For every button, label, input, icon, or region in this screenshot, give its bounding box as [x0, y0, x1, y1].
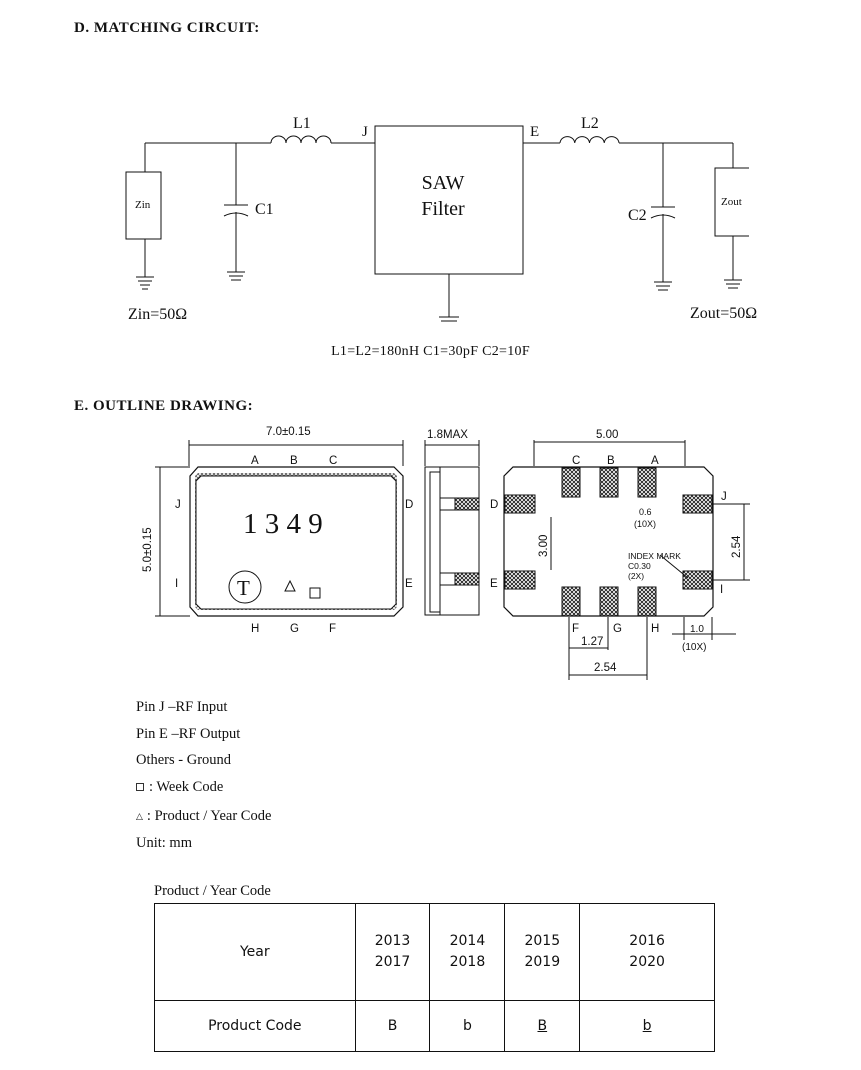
top-pin-b: B	[290, 455, 298, 467]
top-marking-number: 1 3 4 9	[243, 508, 323, 540]
index-mark-label-2: C0.30	[628, 561, 651, 571]
bottom-pin-g: G	[613, 623, 622, 635]
note-pin-j: Pin J –RF Input	[136, 699, 228, 715]
index-mark-label-3: (2X)	[628, 571, 644, 581]
note-others: Others - Ground	[136, 752, 232, 768]
product-code-cell: b	[429, 1000, 506, 1052]
section-d-heading: D. MATCHING CIRCUIT:	[74, 20, 260, 36]
triangle-icon: △	[136, 811, 143, 822]
j-label: J	[362, 124, 368, 140]
top-pin-f: F	[329, 623, 336, 635]
bottom-pin-b: B	[607, 455, 615, 467]
table-row: Product Code B b B b	[154, 1000, 715, 1052]
bottom-view-width-dim: 5.00	[596, 429, 618, 441]
zout-box-label: Zout	[721, 196, 742, 208]
note-unit: Unit: mm	[136, 834, 192, 851]
top-marking-t: T	[237, 576, 250, 600]
top-pin-j: J	[175, 499, 181, 511]
pad-dim-count: (10X)	[634, 519, 656, 529]
top-view-height-dim: 5.0±0.15	[142, 527, 154, 572]
top-pin-a: A	[251, 455, 259, 467]
top-pin-g: G	[290, 623, 299, 635]
pin-notes: Pin J –RF Input Pin E –RF Output Others …	[136, 694, 271, 856]
bottom-pin-d: D	[490, 499, 498, 511]
saw-label-line1: SAW	[422, 172, 465, 194]
note-pin-e: Pin E –RF Output	[136, 725, 241, 742]
bottom-pin-h: H	[651, 623, 659, 635]
table-caption: Product / Year Code	[154, 883, 271, 899]
pad-dim: 0.6	[639, 507, 652, 517]
pad-width-dim: 1.0	[690, 624, 704, 635]
bottom-pin-a: A	[651, 455, 659, 467]
saw-label-line2: Filter	[421, 198, 465, 220]
product-code-header: Product Code	[154, 1000, 356, 1052]
year-header: Year	[154, 903, 356, 1001]
zout-value: Zout=50Ω	[690, 305, 757, 322]
product-code-cell: B	[504, 1000, 581, 1052]
matching-circuit-diagram: L1 L2 J E C1 C2 Zin Zout SAW Filter Zin=…	[125, 115, 757, 323]
zin-value: Zin=50Ω	[128, 306, 187, 323]
l1-label: L1	[293, 115, 311, 132]
pad-width-count: (10X)	[682, 642, 706, 653]
top-pin-i: I	[175, 578, 178, 590]
pitch2-dim: 2.54	[594, 662, 617, 674]
square-icon	[136, 783, 144, 792]
side-view-dim: 1.8MAX	[427, 429, 468, 441]
pitch-dim: 1.27	[581, 636, 603, 648]
e-label: E	[530, 124, 539, 140]
note-product-year: △: Product / Year Code	[136, 803, 271, 830]
outline-drawing: 7.0±0.15 5.0±0.15 1 3 4 9 T A B C H G F …	[142, 426, 750, 680]
bottom-right-dim: 2.54	[731, 535, 743, 558]
note-product-year-text: : Product / Year Code	[146, 808, 272, 824]
top-view-width-dim: 7.0±0.15	[266, 426, 311, 438]
product-code-cell: b	[579, 1000, 715, 1052]
product-code-cell: B	[354, 1000, 431, 1052]
l2-label: L2	[581, 115, 599, 132]
c1-label: C1	[255, 201, 274, 218]
section-e-heading: E. OUTLINE DRAWING:	[74, 398, 254, 414]
component-values: L1=L2=180nH C1=30pF C2=10F	[331, 344, 530, 359]
zin-box-label: Zin	[135, 199, 151, 211]
top-pin-h: H	[251, 623, 259, 635]
bottom-pin-e: E	[490, 578, 498, 590]
bottom-pin-i: I	[720, 584, 723, 596]
note-week-code: : Week Code	[136, 774, 271, 801]
bottom-pin-f: F	[572, 623, 579, 635]
index-mark-label-1: INDEX MARK	[628, 551, 681, 561]
bottom-vert-dim: 3.00	[538, 535, 550, 557]
top-pin-c: C	[329, 455, 337, 467]
bottom-pin-j: J	[721, 491, 727, 503]
top-pin-d: D	[405, 499, 413, 511]
bottom-pin-c: C	[572, 455, 580, 467]
c2-label: C2	[628, 207, 647, 224]
top-pin-e: E	[405, 578, 413, 590]
note-week-code-text: : Week Code	[149, 778, 224, 795]
